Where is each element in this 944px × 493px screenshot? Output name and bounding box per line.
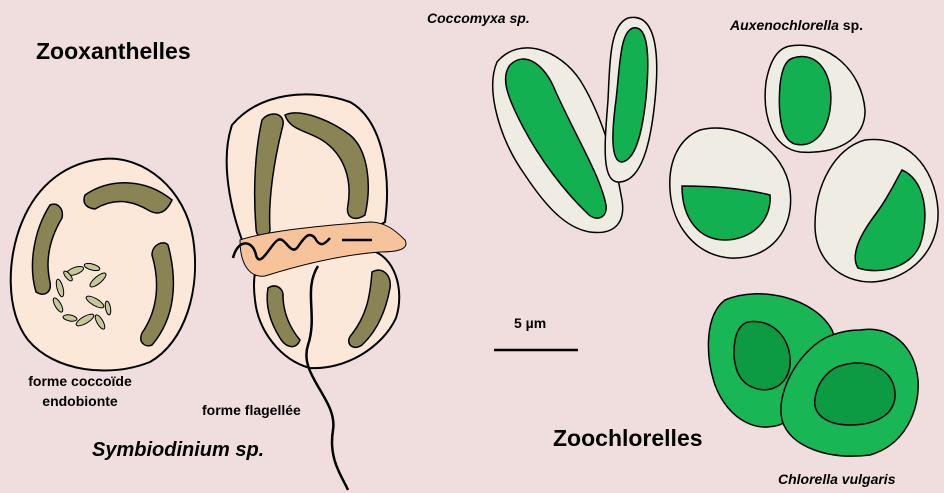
zooxanthelles-title: Zooxanthelles — [36, 38, 191, 65]
auxenochlorella-sp: sp. — [839, 17, 863, 33]
auxenochlorella-cells — [670, 45, 938, 282]
coccoid-cell — [11, 159, 195, 371]
auxenochlorella-label: Auxenochlorella sp. — [730, 17, 863, 33]
chlorella-vulgaris-cells — [708, 294, 918, 456]
zoochlorelles-title: Zoochlorelles — [553, 425, 703, 452]
coccoid-form-label: forme coccoïde endobionte — [10, 371, 150, 411]
auxenochlorella-genus: Auxenochlorella — [730, 17, 839, 33]
coccoid-form-label-line2: endobionte — [10, 391, 150, 411]
coccomyxa-label: Coccomyxa sp. — [427, 10, 530, 26]
flagellate-form-label: forme flagellée — [202, 402, 301, 418]
coccoid-form-label-line1: forme coccoïde — [10, 371, 150, 391]
scale-bar-label: 5 µm — [514, 315, 546, 331]
flagellate-cell — [227, 94, 406, 490]
chlorella-vulgaris-label: Chlorella vulgaris — [778, 471, 895, 487]
coccomyxa-cells — [493, 17, 657, 232]
symbiodinium-label: Symbiodinium sp. — [92, 439, 264, 462]
